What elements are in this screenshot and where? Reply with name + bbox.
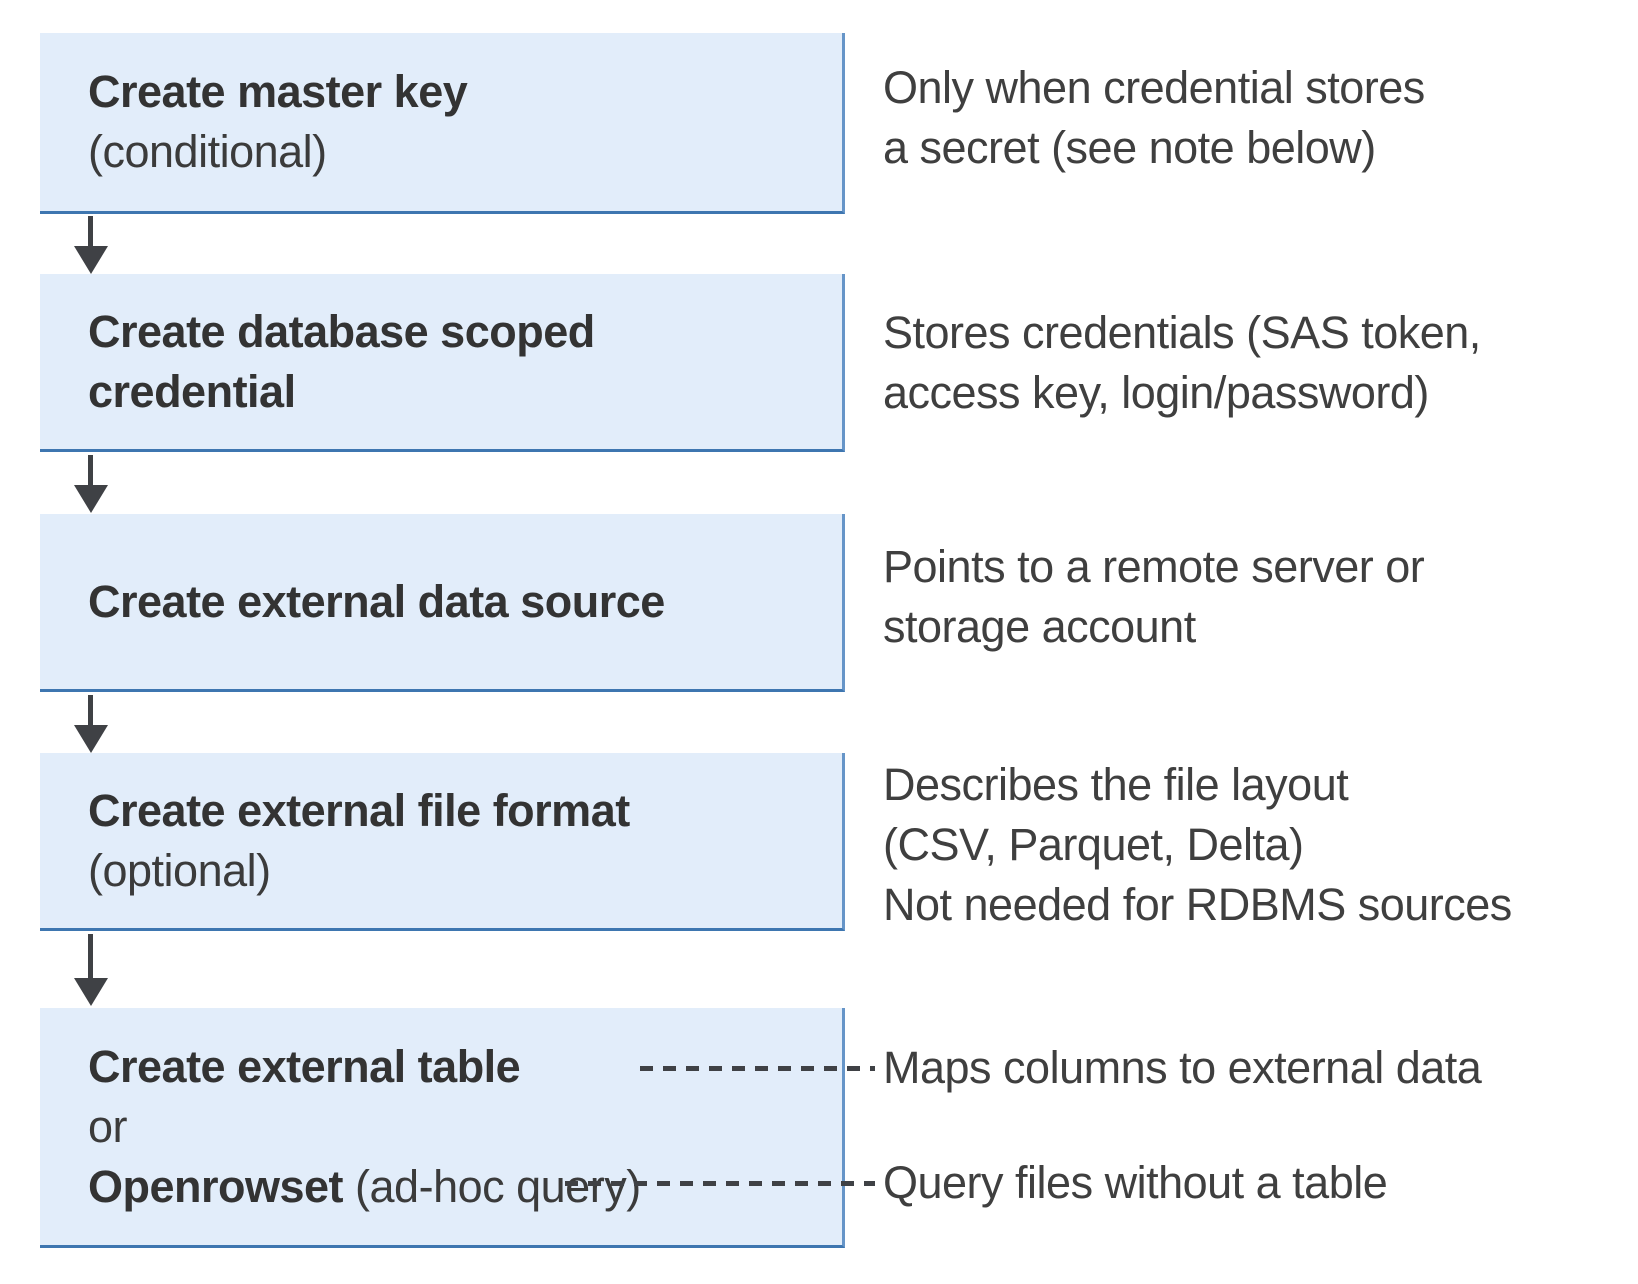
step-title: Create external table xyxy=(88,1040,521,1092)
step-title: Create master key xyxy=(88,66,468,117)
step-text-block: Create external table or Openrowset (ad-… xyxy=(40,1037,641,1217)
step-or-label: or xyxy=(88,1100,128,1152)
step-note-external-table: Maps columns to external data xyxy=(883,1042,1482,1093)
step-note-file-format: Describes the file layout (CSV, Parquet,… xyxy=(883,759,1512,930)
step-text-block: Create external data source xyxy=(40,572,665,632)
step-text-block: Create external file format (optional) xyxy=(40,781,630,901)
flow-step-external-data-source: Create external data source xyxy=(40,514,845,692)
step-text-block: Create master key (conditional) xyxy=(40,62,468,182)
step-subtitle: (optional) xyxy=(88,844,271,896)
flow-step-external-file-format: Create external file format (optional) xyxy=(40,753,845,931)
down-arrow-icon xyxy=(88,695,93,725)
step-note-data-source: Points to a remote server or storage acc… xyxy=(883,541,1425,652)
step-alt-line: Openrowset (ad-hoc query) xyxy=(88,1157,641,1217)
dashed-connector-openrowset xyxy=(565,1181,875,1186)
step-note-master-key: Only when credential stores a secret (se… xyxy=(883,62,1425,173)
step-note-openrowset: Query files without a table xyxy=(883,1157,1388,1208)
step-title-line1: Create database scoped xyxy=(88,305,595,357)
step-subtitle: (conditional) xyxy=(88,126,327,177)
flow-step-database-scoped-credential: Create database scoped credential xyxy=(40,274,845,452)
step-title: Create external data source xyxy=(88,575,665,627)
step-alt-suffix: (ad-hoc query) xyxy=(343,1160,641,1212)
step-title: Create external file format xyxy=(88,784,630,836)
down-arrow-icon xyxy=(88,934,93,978)
step-alt-title: Openrowset xyxy=(88,1160,344,1212)
dashed-connector-table xyxy=(640,1066,875,1071)
step-text-block: Create database scoped credential xyxy=(40,302,595,422)
step-note-credential: Stores credentials (SAS token, access ke… xyxy=(883,307,1481,418)
step-title-line2: credential xyxy=(88,365,296,417)
flow-step-external-table-or-openrowset: Create external table or Openrowset (ad-… xyxy=(40,1008,845,1248)
down-arrow-icon xyxy=(88,216,93,246)
flow-step-create-master-key: Create master key (conditional) xyxy=(40,33,845,214)
step-title-line: Create external table xyxy=(88,1037,641,1097)
down-arrow-icon xyxy=(88,455,93,485)
